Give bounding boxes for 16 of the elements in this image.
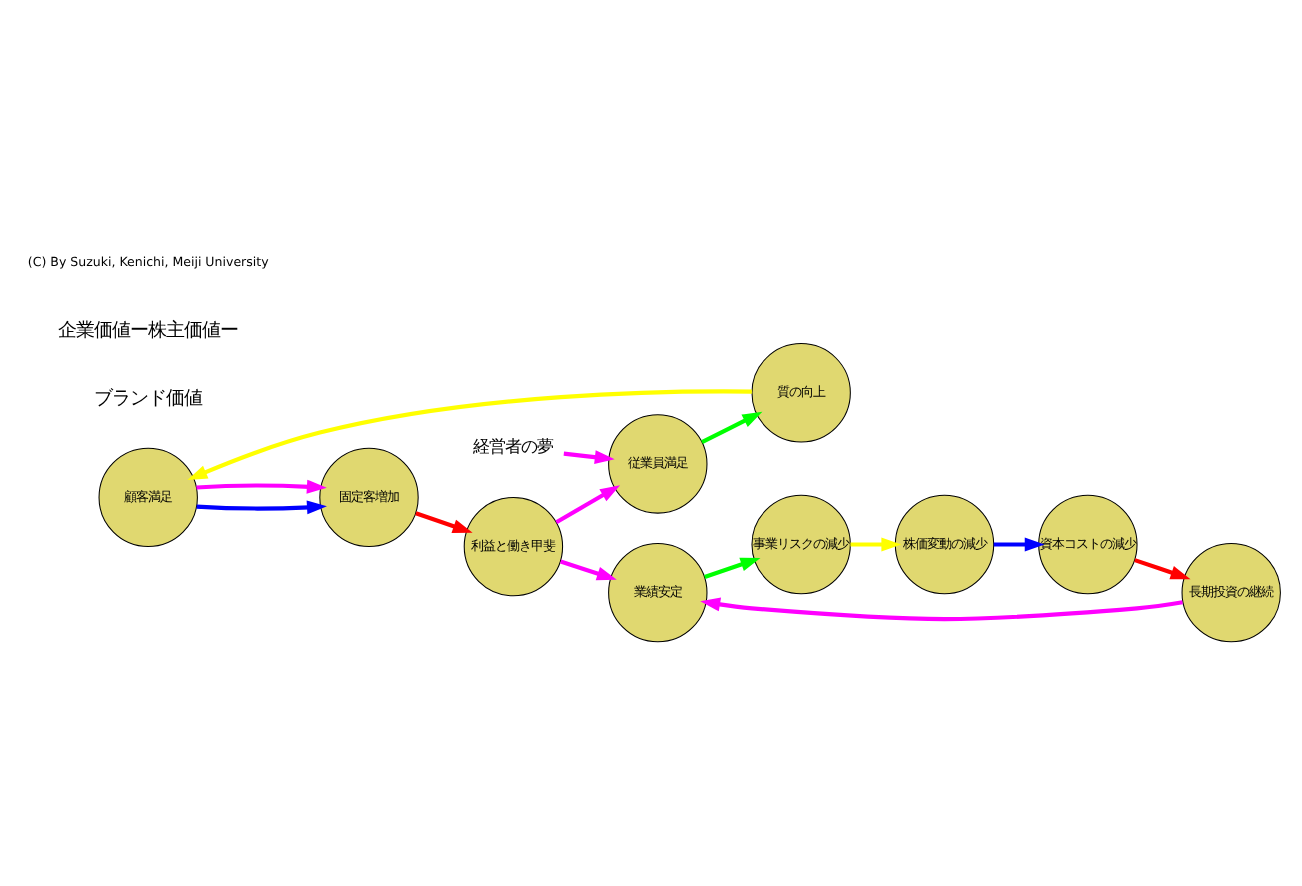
- arrow: [850, 537, 902, 552]
- arrow: [1134, 558, 1191, 580]
- arrow: [555, 485, 621, 525]
- arrow: [700, 597, 1183, 622]
- node-text: 経営者の夢: [473, 436, 554, 457]
- arrow: [701, 411, 763, 445]
- arrow: [563, 450, 615, 465]
- arrow: [993, 537, 1045, 552]
- arrow: [187, 389, 752, 480]
- arrow: [196, 479, 327, 494]
- arrow: [560, 559, 617, 581]
- arrow: [704, 557, 761, 579]
- label: 企業価値ー株主価値ー: [58, 319, 239, 342]
- label: ブランド価値: [94, 387, 203, 410]
- arrow: [196, 500, 327, 515]
- arrow: [415, 511, 473, 533]
